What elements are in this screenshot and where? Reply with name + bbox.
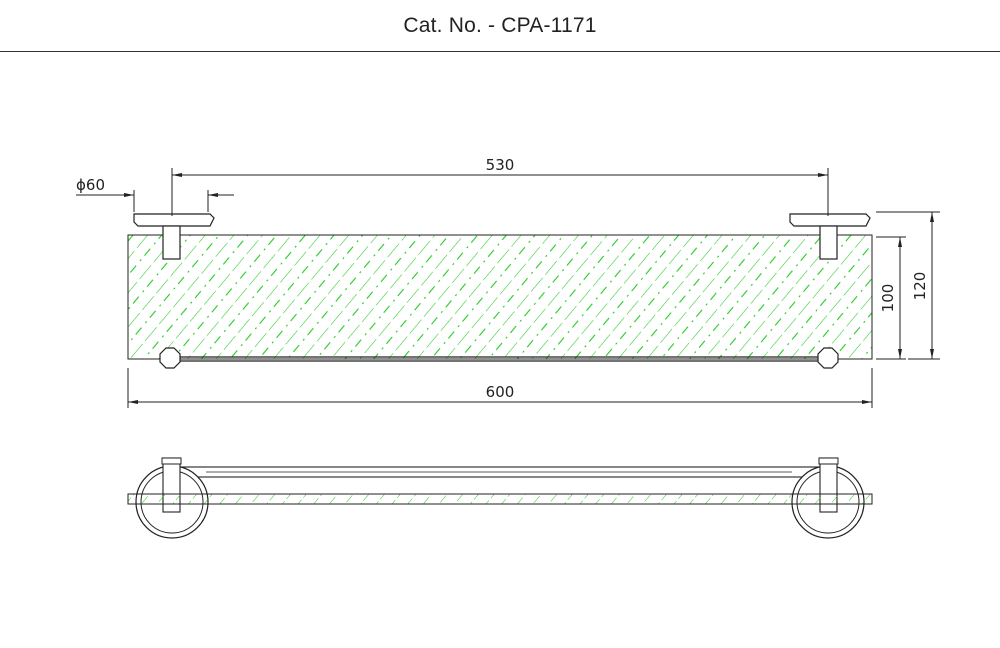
right-bracket [789, 213, 871, 260]
dimension-diameter: ϕ60 [76, 176, 234, 212]
left-bracket [133, 213, 215, 260]
dimension-600: 600 [127, 368, 873, 408]
rail-end-cap-right [817, 347, 839, 369]
front-view [127, 457, 873, 539]
dimension-100: 100 [876, 236, 906, 360]
dimension-530: 530 [171, 156, 829, 216]
centers-dimension-label: 530 [486, 156, 515, 174]
length-dimension-label: 600 [486, 383, 515, 401]
glass-depth-dimension-label: 100 [879, 284, 897, 313]
glass-shelf-front [127, 493, 873, 505]
total-depth-dimension-label: 120 [911, 272, 929, 301]
glass-shelf-top [127, 234, 873, 360]
rail-end-cap-left [159, 347, 181, 369]
diameter-dimension-label: ϕ60 [76, 176, 105, 194]
dimension-120: 120 [876, 211, 940, 360]
top-view [127, 213, 873, 369]
catalog-number: Cat. No. - CPA-1171 [403, 13, 597, 37]
title-block: Cat. No. - CPA-1171 [0, 0, 1000, 52]
